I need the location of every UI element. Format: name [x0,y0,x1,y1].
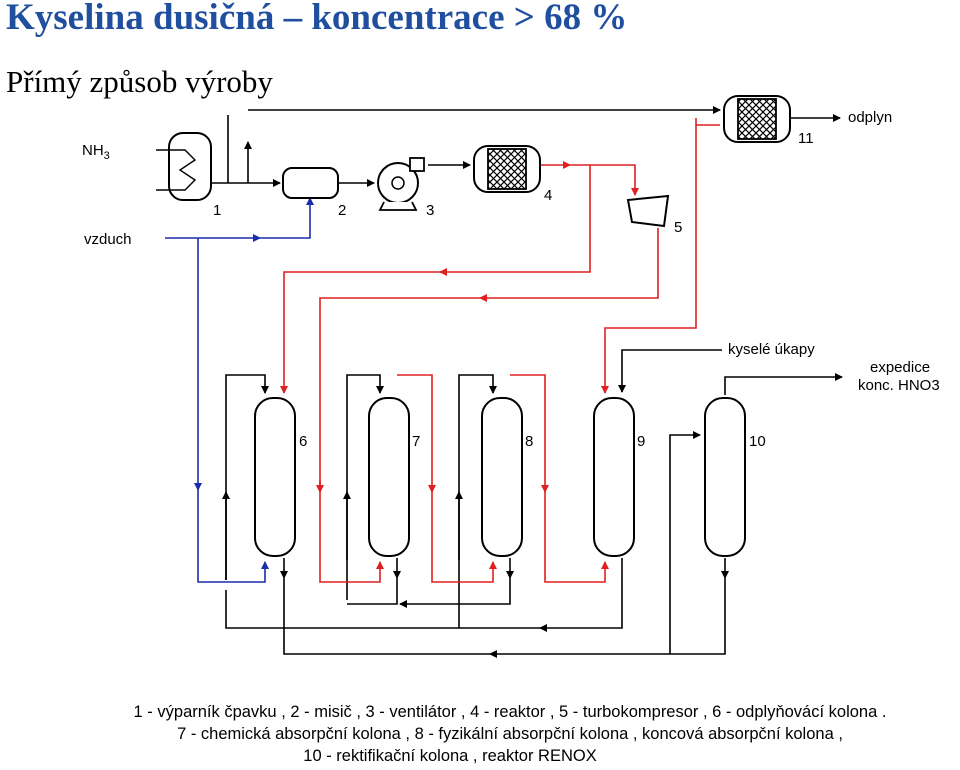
column-9 [593,397,635,557]
fan [377,157,425,211]
unit-number-6: 6 [299,433,307,450]
unit-number-9: 9 [637,433,645,450]
legend-line-2: 7 - chemická absorpční kolona , 8 - fyzi… [177,725,843,743]
unit-number-4: 4 [544,187,552,204]
black-process-lines [211,106,843,658]
unit-number-2: 2 [338,202,346,219]
legend-line-1: 1 - výparník čpavku , 2 - misič , 3 - ve… [133,703,887,721]
acid-drops-label: kyselé úkapy [728,341,815,358]
unit-number-10: 10 [749,433,766,450]
mixer [282,167,339,199]
offgas-label: odplyn [848,109,892,126]
unit-number-11: 11 [798,130,814,147]
page-title: Kyselina dusičná – koncentrace > 68 % [6,0,628,38]
product-label-2: konc. HNO3 [858,377,940,394]
unit-number-8: 8 [525,433,533,450]
unit-number-1: 1 [213,202,221,219]
column-6 [254,397,296,557]
unit-number-5: 5 [674,219,682,236]
column-10 [704,397,746,557]
unit-number-7: 7 [412,433,420,450]
offgas-reactor [723,95,791,143]
unit-number-3: 3 [426,202,434,219]
turbocompressor [626,194,670,228]
legend-line-3: 10 - rektifikační kolona , reaktor RENOX [303,747,597,765]
column-7 [368,397,410,557]
column-8 [481,397,523,557]
process-flow-diagram: NH3 vzduch odplyn kyselé úkapy expedice … [82,95,940,658]
blue-air-lines [165,197,314,583]
air-label: vzduch [84,231,132,248]
product-label-1: expedice [870,359,930,376]
nh3-evaporator [156,132,212,201]
page-subtitle: Přímý způsob výroby [6,64,273,99]
red-gas-lines [280,118,720,583]
reactor [473,145,541,193]
nh3-label: NH3 [82,142,110,162]
